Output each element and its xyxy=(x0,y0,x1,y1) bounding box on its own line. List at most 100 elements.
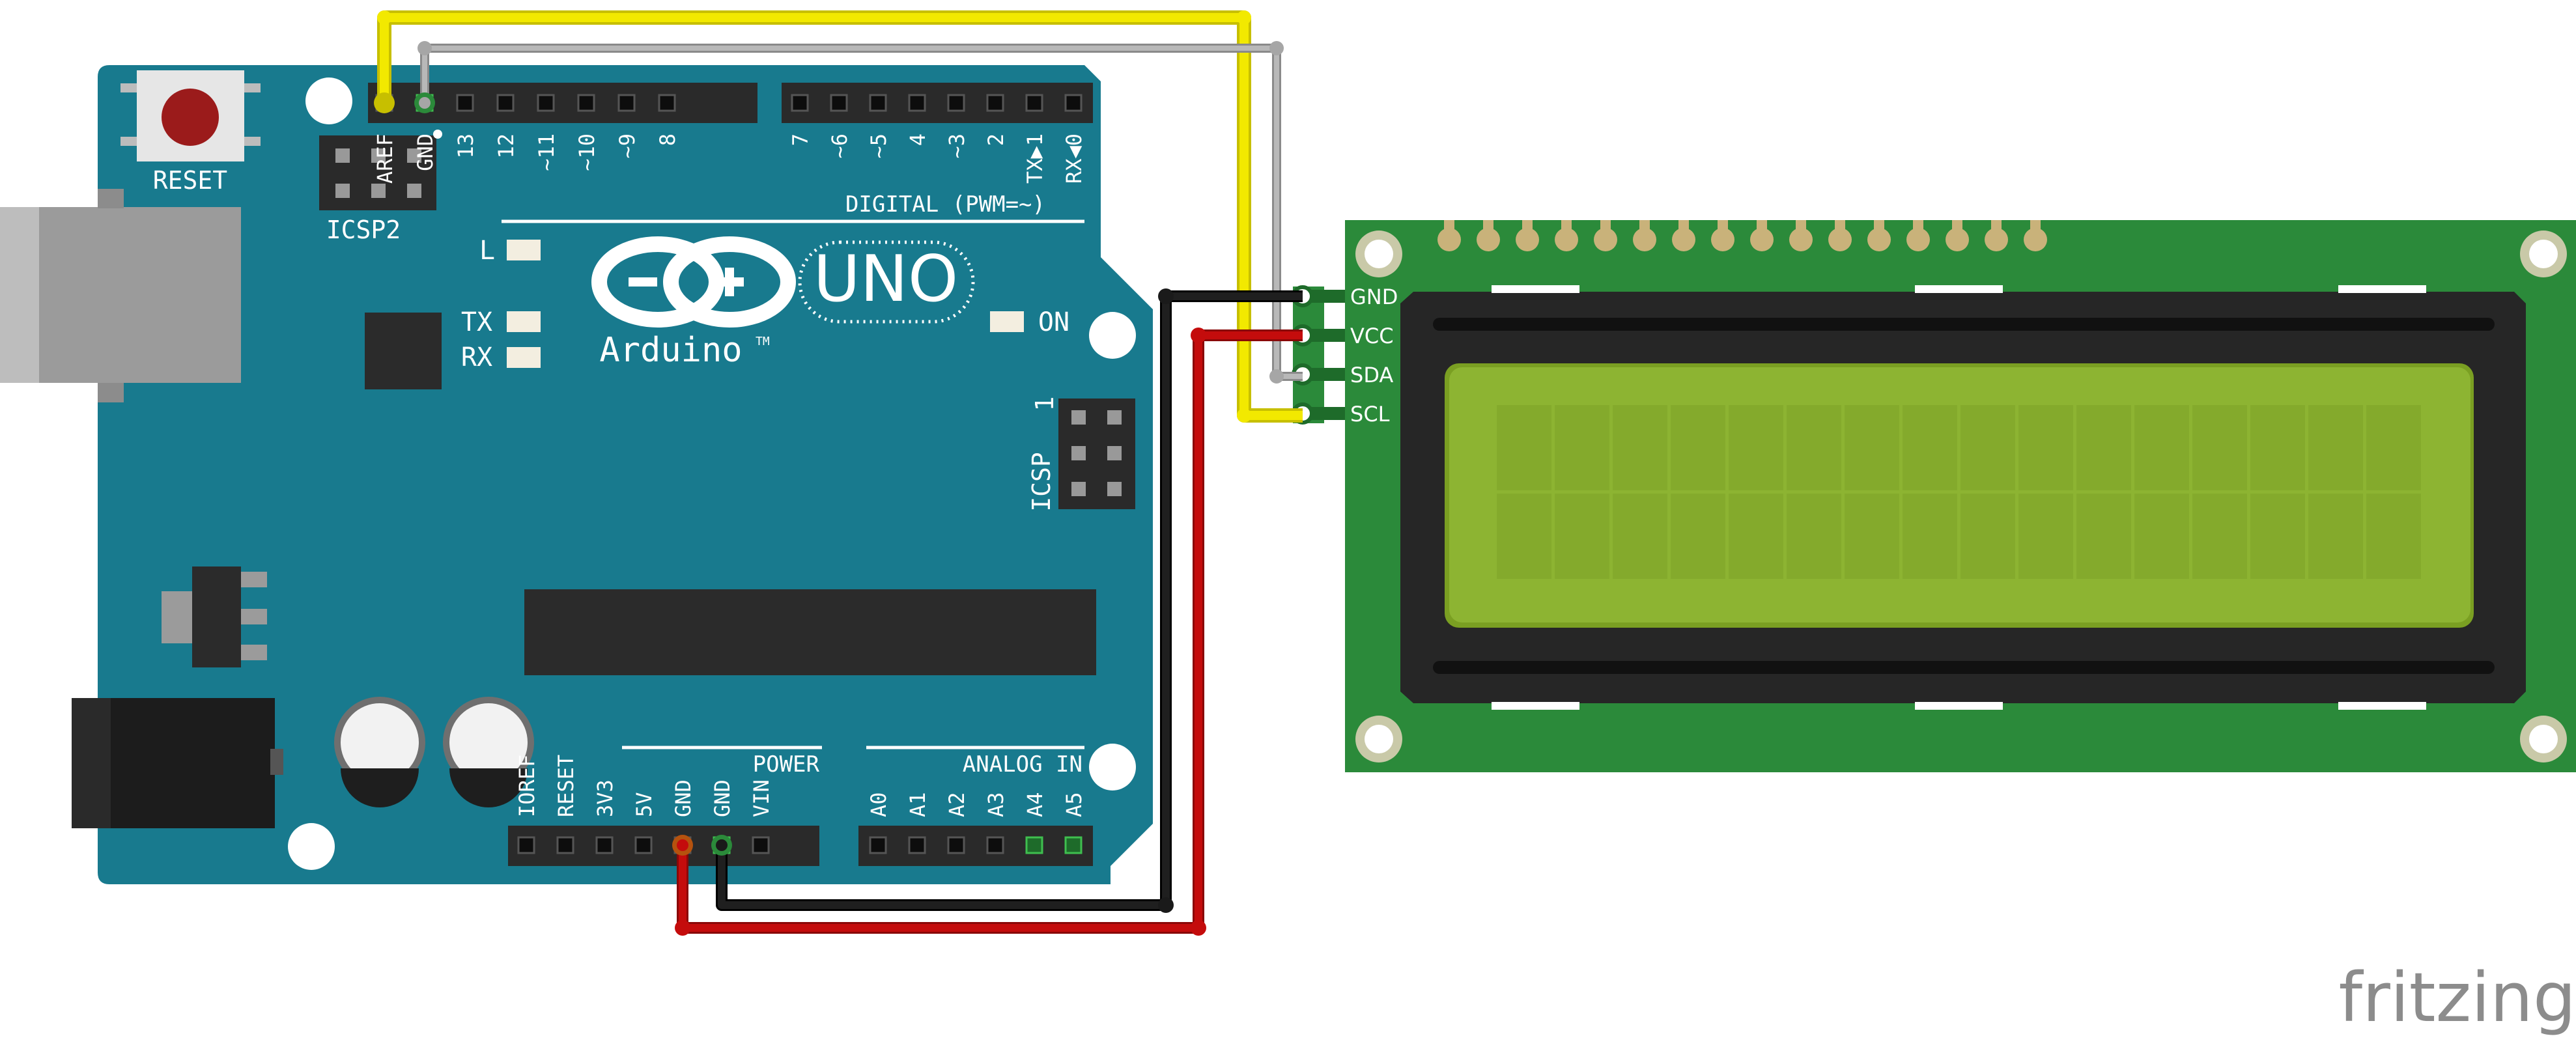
lcd-character-cell xyxy=(1671,405,1725,490)
analog-pin-label: A1 xyxy=(905,792,930,817)
lcd-character-cell xyxy=(1903,405,1957,490)
lcd-character-cell xyxy=(1845,494,1899,579)
lcd-pin-label-vcc: VCC xyxy=(1350,324,1394,348)
digital-pin xyxy=(537,94,555,112)
led-tx-label: TX xyxy=(461,307,492,337)
digital-pin-label: ~9 xyxy=(615,133,640,159)
lcd-top-pad xyxy=(1946,228,1969,251)
digital-header-right xyxy=(782,83,1093,123)
led-on xyxy=(990,311,1024,332)
analog-pin xyxy=(947,836,965,854)
analog-pin xyxy=(1064,836,1083,854)
lcd-character-grid xyxy=(1497,405,2421,579)
led-rx xyxy=(507,347,541,368)
digital-pin xyxy=(908,94,926,112)
digital-pin xyxy=(1025,94,1043,112)
lcd-top-pad xyxy=(1906,228,1930,251)
digital-pin-label: AREF xyxy=(373,133,397,184)
arduino-uno-board: RESET ICSP2 L TX RX ON xyxy=(0,65,1153,884)
digital-pin xyxy=(658,94,676,112)
lcd-character-cell xyxy=(2134,494,2189,579)
wire-sda xyxy=(418,41,1303,384)
power-pin-label: 3V3 xyxy=(593,779,617,817)
digital-pin-label: 8 xyxy=(655,133,680,146)
digital-pin-label: 12 xyxy=(494,133,518,159)
lcd-top-pad xyxy=(1985,228,2008,251)
power-pin-label: 5V xyxy=(632,792,657,817)
lcd-pin-label-gnd: GND xyxy=(1350,285,1398,309)
digital-pin-label: ~6 xyxy=(827,133,852,159)
digital-header-label: DIGITAL (PWM=~) xyxy=(845,191,1045,217)
lcd-character-cell xyxy=(1903,494,1957,579)
lcd-top-pad xyxy=(1789,228,1813,251)
icsp-header xyxy=(1058,399,1135,509)
power-header xyxy=(508,826,819,866)
lcd-character-cell xyxy=(1787,494,1841,579)
wire-gnd xyxy=(716,288,1303,913)
lcd-character-cell xyxy=(2134,405,2189,490)
led-l-label: L xyxy=(479,236,495,266)
lcd-top-pad xyxy=(1867,228,1891,251)
icsp2-header xyxy=(319,130,442,210)
digital-pin-label: 2 xyxy=(984,133,1008,146)
lcd-pin-label-scl: SCL xyxy=(1350,402,1390,427)
reset-button[interactable] xyxy=(120,70,261,161)
lcd-character-cell xyxy=(2192,405,2247,490)
digital-pin xyxy=(791,94,809,112)
lcd-character-cell xyxy=(2366,405,2421,490)
uno-label: UNO xyxy=(814,242,958,316)
digital-pin xyxy=(456,94,474,112)
lcd-character-cell xyxy=(1729,405,1783,490)
digital-pin-label: ~5 xyxy=(866,133,891,159)
led-on-label: ON xyxy=(1038,307,1069,337)
lcd-character-cell xyxy=(1555,405,1609,490)
lcd-character-cell xyxy=(1845,405,1899,490)
lcd-pin-label-sda: SDA xyxy=(1350,363,1393,387)
mounting-hole xyxy=(305,77,352,124)
power-pin xyxy=(517,836,535,854)
led-rx-label: RX xyxy=(461,343,492,372)
lcd-top-pad xyxy=(1711,228,1734,251)
power-pin-label: GND xyxy=(710,779,735,817)
fritzing-watermark: fritzing xyxy=(2339,958,2576,1037)
analog-pin-label: A2 xyxy=(944,792,969,817)
lcd-top-pad xyxy=(1594,228,1617,251)
lcd-character-cell xyxy=(2308,494,2363,579)
trademark: TM xyxy=(756,335,770,348)
digital-pin xyxy=(1064,94,1083,112)
lcd-top-pad xyxy=(2024,228,2047,251)
digital-pin xyxy=(947,94,965,112)
reset-label: RESET xyxy=(153,166,227,195)
analog-pin-label: A4 xyxy=(1023,792,1047,817)
digital-pin xyxy=(830,94,848,112)
lcd-character-cell xyxy=(1497,405,1551,490)
led-tx xyxy=(507,311,541,332)
capacitor xyxy=(443,697,534,807)
power-pin xyxy=(556,836,574,854)
digital-pin-label: ~3 xyxy=(944,133,969,159)
analog-pin-label: A5 xyxy=(1062,792,1086,817)
mounting-hole xyxy=(1089,312,1136,359)
power-pin-label: RESET xyxy=(554,755,578,817)
power-header-label: POWER xyxy=(753,751,820,777)
digital-pin xyxy=(617,94,636,112)
digital-pin xyxy=(869,94,887,112)
power-pin-label: IOREF xyxy=(515,755,539,817)
analog-header-label: ANALOG IN xyxy=(963,751,1083,777)
digital-pin-label: 13 xyxy=(453,133,478,159)
lcd-character-cell xyxy=(1613,494,1667,579)
mounting-hole xyxy=(1089,744,1136,790)
lcd-top-pad xyxy=(1672,228,1695,251)
lcd-character-cell xyxy=(1613,405,1667,490)
icsp2-label: ICSP2 xyxy=(326,216,401,244)
digital-pin-label: RX◀0 xyxy=(1062,133,1086,184)
lcd-character-cell xyxy=(2076,494,2131,579)
lcd-character-cell xyxy=(2018,405,2073,490)
digital-pin xyxy=(986,94,1004,112)
digital-pin-label: 4 xyxy=(905,133,930,146)
power-pin-label: VIN xyxy=(749,779,774,817)
